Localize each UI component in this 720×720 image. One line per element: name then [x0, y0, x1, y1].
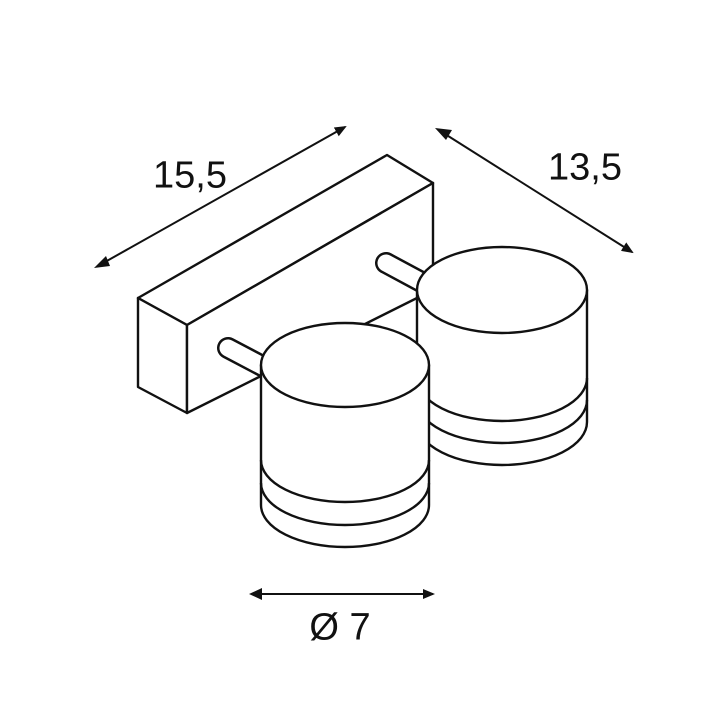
spotlight-rear — [415, 245, 589, 467]
width-dimension-arrow — [104, 126, 347, 263]
depth-dimension-arrow — [444, 133, 634, 254]
diameter-label: Ø 7 — [309, 606, 371, 649]
depth-label: 13,5 — [548, 146, 622, 189]
arrowhead-icon — [249, 588, 262, 600]
arrowhead-icon — [435, 128, 452, 140]
width-label: 15,5 — [153, 154, 227, 197]
spotlight-front — [259, 321, 431, 549]
arrowhead-icon — [94, 256, 110, 268]
